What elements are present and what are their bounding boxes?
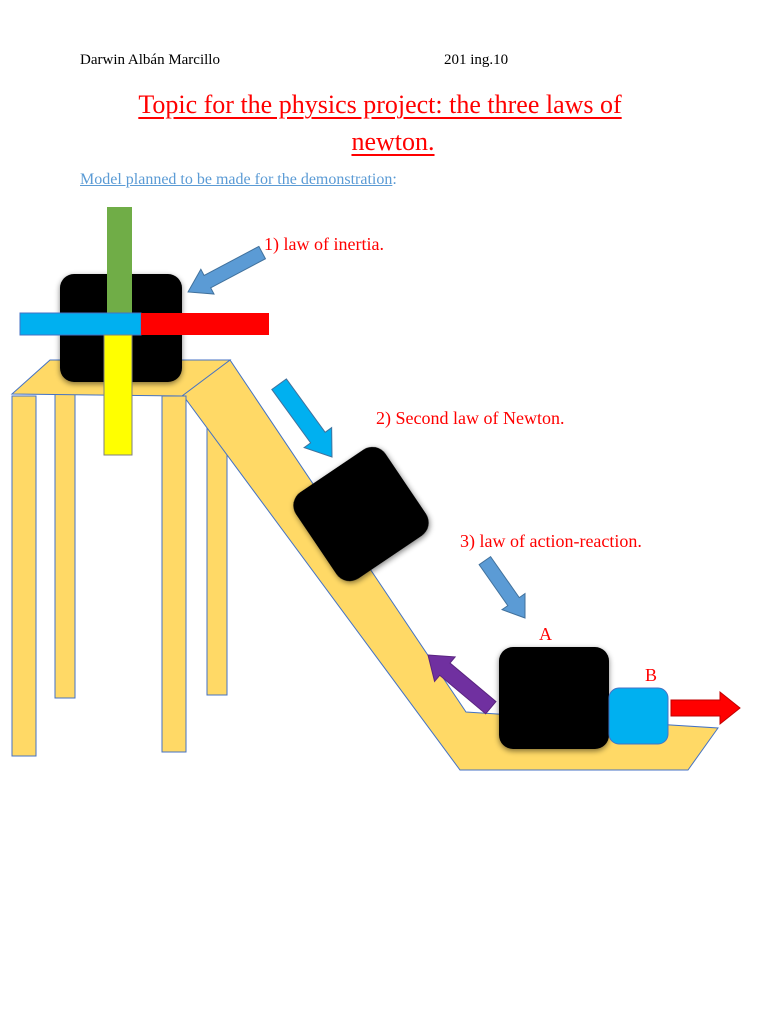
label-law-of-inertia: 1) law of inertia. xyxy=(264,234,384,254)
bar-green xyxy=(107,207,132,313)
arrow-inertia-icon xyxy=(187,245,267,295)
subtitle: Model planned to be made for the demonst… xyxy=(80,171,397,189)
title-line-1: Topic for the physics project: the three… xyxy=(138,90,622,119)
bar-cyan xyxy=(19,312,142,336)
block-a xyxy=(499,647,609,749)
block-b xyxy=(608,687,669,745)
page-title: Topic for the physics project: the three… xyxy=(60,86,726,160)
arrow-reaction-icon xyxy=(427,654,497,715)
title-line-2: newton. xyxy=(351,127,435,156)
arrow-second-law-icon xyxy=(271,378,333,458)
bar-yellow xyxy=(103,334,133,456)
subtitle-link[interactable]: Model planned to be made for the demonst… xyxy=(80,171,393,188)
table-leg-front-right xyxy=(161,395,187,753)
table-leg-back-left xyxy=(54,391,76,699)
table-leg-front-left xyxy=(11,395,37,757)
label-block-b: B xyxy=(645,665,658,685)
arrow-action-reaction-icon xyxy=(478,555,526,619)
label-block-a: A xyxy=(539,624,552,644)
arrow-right-icon xyxy=(670,690,741,726)
label-action-reaction: 3) law of action-reaction. xyxy=(460,531,642,551)
label-second-law: 2) Second law of Newton. xyxy=(376,408,565,428)
subtitle-colon: : xyxy=(392,171,397,188)
bar-red xyxy=(141,313,269,335)
block-second-law xyxy=(293,446,429,582)
author-name: Darwin Albán Marcillo xyxy=(80,52,220,68)
course-code: 201 ing.10 xyxy=(444,52,509,68)
